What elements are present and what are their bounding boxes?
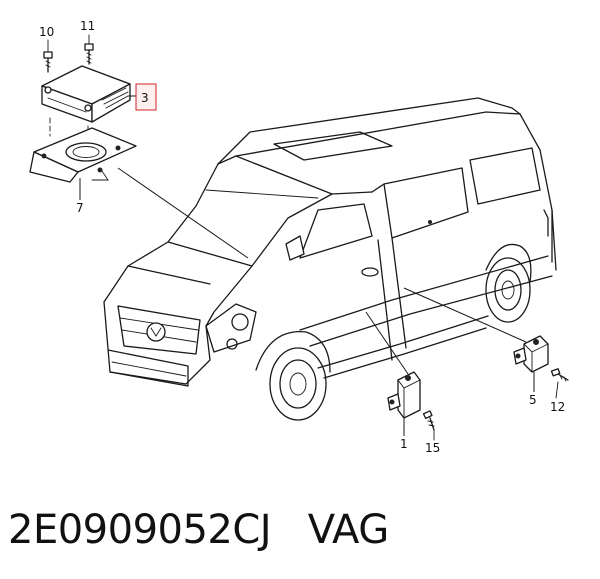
part-number-caption: 2E0909052CJ VAG <box>8 506 389 554</box>
screw-11-icon <box>84 34 94 65</box>
callout-12: 12 <box>550 400 565 414</box>
callout-3-highlight <box>135 83 157 111</box>
brand-name: VAG <box>307 507 389 553</box>
callout-5: 5 <box>529 393 537 407</box>
mounting-bracket-icon <box>29 127 137 183</box>
crash-sensor-5-icon <box>513 335 549 373</box>
parts-diagram: 11 10 3 7 1 15 5 12 <box>29 19 569 455</box>
callout-15: 15 <box>425 441 440 455</box>
screw-12-icon <box>550 368 569 399</box>
van-body-illustration <box>103 97 557 421</box>
screw-10-icon <box>43 39 53 73</box>
part-number: 2E0909052CJ <box>8 507 272 553</box>
airbag-control-unit-icon <box>41 65 131 123</box>
screw-15-icon <box>422 410 435 441</box>
callout-7: 7 <box>76 201 84 215</box>
callout-10: 10 <box>39 25 54 39</box>
callout-3: 3 <box>141 91 149 105</box>
callout-1: 1 <box>400 437 408 451</box>
crash-sensor-1-icon <box>387 371 421 419</box>
callout-11: 11 <box>80 19 95 33</box>
